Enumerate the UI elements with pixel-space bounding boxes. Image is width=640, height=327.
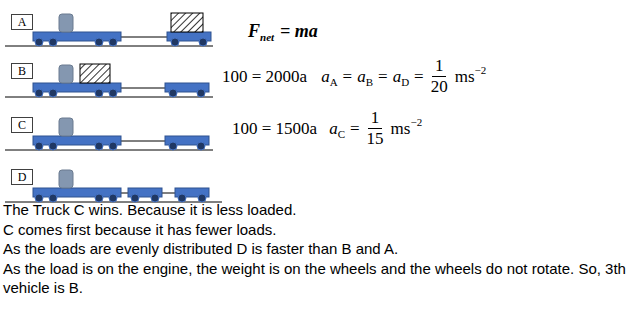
wagon bbox=[128, 188, 162, 202]
note-line: The Truck C wins. Because it is less loa… bbox=[3, 200, 635, 220]
coupling bbox=[121, 37, 167, 38]
row-label-box: B bbox=[11, 63, 33, 79]
note-line: C comes first because it has fewer loads… bbox=[3, 220, 635, 240]
truck bbox=[33, 14, 121, 46]
subscript: B bbox=[366, 76, 373, 88]
equation-term: ms bbox=[391, 120, 411, 139]
ground-line bbox=[5, 97, 213, 98]
subscript: net bbox=[260, 31, 274, 43]
subscript: A bbox=[330, 76, 338, 88]
equation-term: = bbox=[350, 120, 360, 139]
wagon bbox=[175, 188, 209, 202]
wagon bbox=[165, 136, 209, 150]
equation-term: a bbox=[357, 68, 366, 87]
note-line: As the load is on the engine, the weight… bbox=[3, 259, 635, 298]
fraction: 115 bbox=[364, 108, 387, 150]
equation: 100 = 1500aaC=115ms−2 bbox=[232, 108, 422, 150]
equation-term: 100 = 1500a bbox=[232, 120, 317, 139]
ground-line bbox=[5, 46, 213, 47]
numerator: 1 bbox=[432, 56, 447, 77]
row-letter: D bbox=[18, 171, 27, 183]
fraction: 120 bbox=[428, 56, 451, 98]
wagon bbox=[165, 83, 209, 97]
subscript: D bbox=[401, 76, 409, 88]
load bbox=[171, 13, 203, 32]
load bbox=[80, 64, 110, 83]
row-label-box: D bbox=[11, 169, 33, 185]
equation-term: F bbox=[248, 22, 260, 42]
denominator: 20 bbox=[428, 77, 451, 97]
row-label-box: A bbox=[11, 14, 33, 30]
superscript: −2 bbox=[410, 116, 422, 128]
ground-line bbox=[5, 150, 213, 151]
explanation: The Truck C wins. Because it is less loa… bbox=[3, 200, 635, 298]
row-letter: C bbox=[18, 119, 26, 131]
equation-term: a bbox=[321, 68, 330, 87]
equation: Fnet = ma bbox=[248, 22, 318, 42]
row-label-box: C bbox=[11, 117, 33, 133]
equation-term: a bbox=[393, 68, 402, 87]
equation-term: ms bbox=[455, 68, 475, 87]
row-letter: B bbox=[18, 65, 26, 77]
coupling bbox=[121, 88, 165, 89]
truck bbox=[33, 170, 121, 202]
superscript: −2 bbox=[475, 64, 487, 76]
coupling bbox=[121, 141, 165, 142]
equation-term: = bbox=[378, 68, 388, 87]
equation-term: = bbox=[343, 68, 353, 87]
truck bbox=[33, 118, 121, 150]
denominator: 15 bbox=[364, 129, 387, 149]
coupling bbox=[121, 193, 128, 194]
numerator: 1 bbox=[368, 108, 383, 129]
note-line: As the loads are evenly distributed D is… bbox=[3, 239, 635, 259]
coupling bbox=[162, 193, 175, 194]
truck bbox=[33, 65, 121, 97]
equation-term: = bbox=[414, 68, 424, 87]
equation-term: = ma bbox=[280, 22, 318, 42]
equation-term: 100 = 2000a bbox=[222, 68, 307, 87]
equation: 100 = 2000aaA=aB=aD=120ms−2 bbox=[222, 56, 486, 98]
subscript: C bbox=[338, 128, 345, 140]
row-letter: A bbox=[18, 16, 27, 28]
wagon bbox=[167, 32, 211, 46]
equation-term: a bbox=[329, 120, 338, 139]
